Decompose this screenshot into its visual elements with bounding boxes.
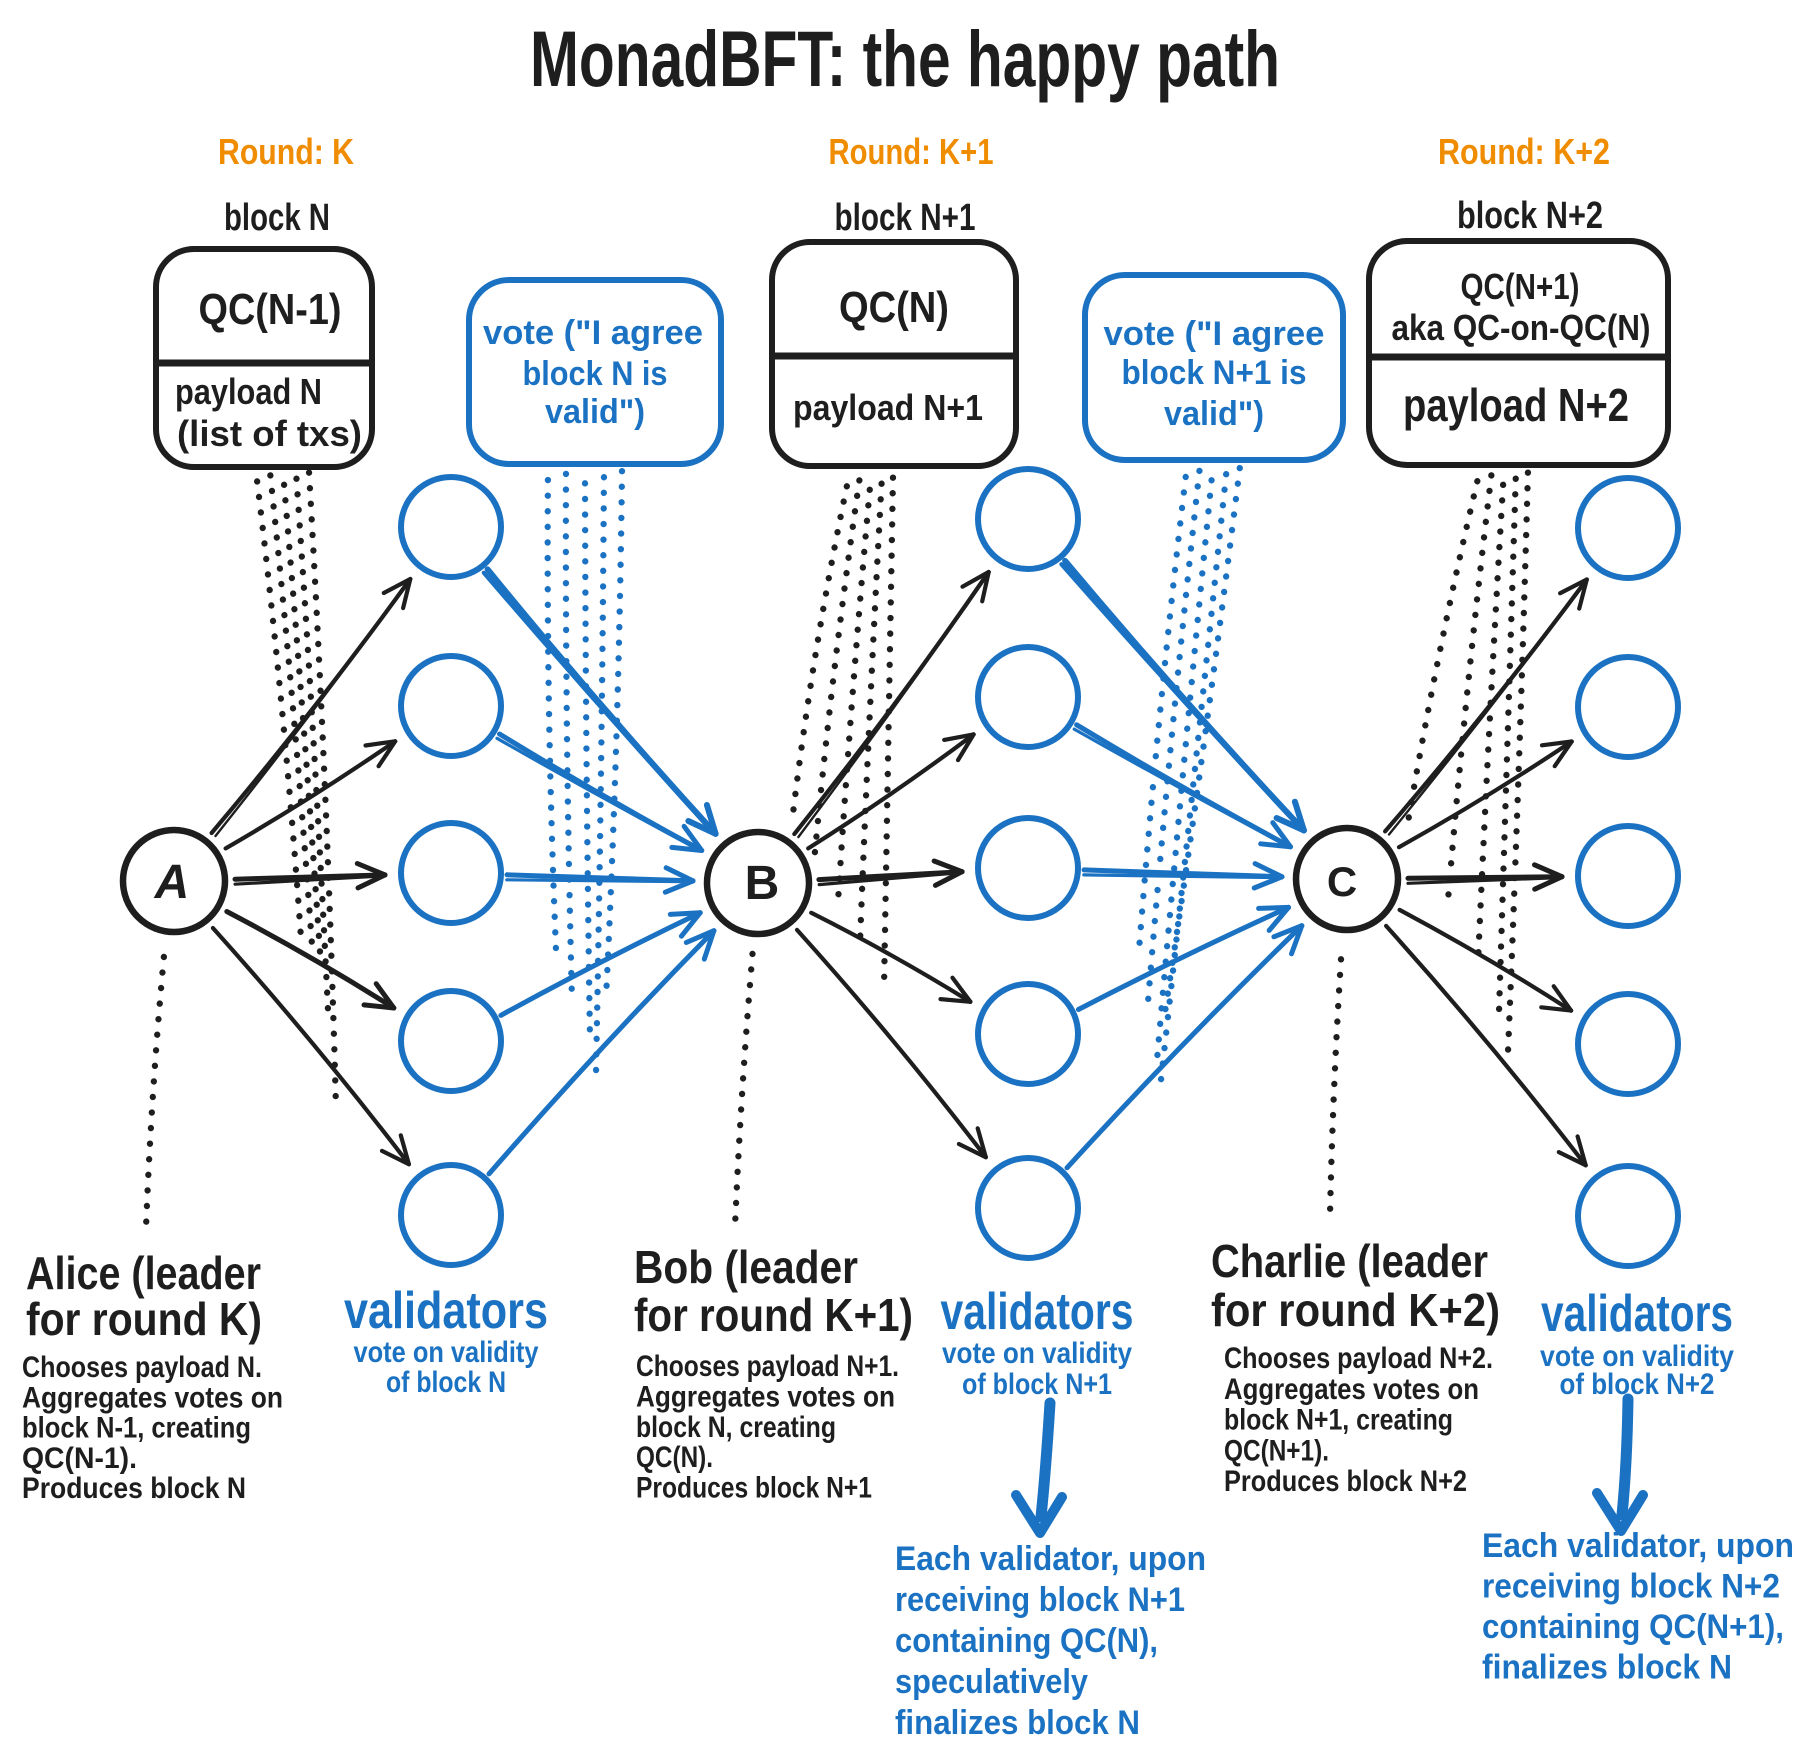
svg-text:Produces block N+2: Produces block N+2: [1224, 1465, 1467, 1498]
svg-text:payload N: payload N: [175, 371, 322, 412]
svg-text:for round K): for round K): [26, 1293, 262, 1345]
svg-text:vote on validity: vote on validity: [1540, 1340, 1734, 1373]
svg-text:containing QC(N),: containing QC(N),: [895, 1622, 1158, 1660]
svg-text:QC(N-1): QC(N-1): [199, 285, 342, 334]
svg-text:Charlie (leader: Charlie (leader: [1211, 1235, 1488, 1287]
svg-text:QC(N-1).: QC(N-1).: [22, 1442, 137, 1475]
svg-text:payload N+2: payload N+2: [1403, 379, 1629, 431]
svg-text:block N is: block N is: [523, 355, 668, 393]
svg-text:Bob (leader: Bob (leader: [634, 1241, 858, 1293]
svg-text:payload N+1: payload N+1: [793, 387, 983, 428]
svg-text:Aggregates votes on: Aggregates votes on: [636, 1380, 895, 1413]
svg-text:C: C: [1327, 858, 1357, 905]
svg-text:block N+1: block N+1: [835, 197, 976, 239]
svg-text:block N+1 is: block N+1 is: [1122, 354, 1307, 392]
svg-text:vote ("I agree: vote ("I agree: [1104, 315, 1325, 353]
svg-text:Each validator, upon: Each validator, upon: [1482, 1527, 1794, 1565]
svg-text:Round: K+1: Round: K+1: [829, 131, 994, 172]
svg-text:block N+1, creating: block N+1, creating: [1224, 1404, 1453, 1437]
svg-text:receiving block N+1: receiving block N+1: [895, 1581, 1185, 1619]
svg-text:aka QC-on-QC(N): aka QC-on-QC(N): [1392, 307, 1651, 348]
svg-text:QC(N+1): QC(N+1): [1461, 266, 1580, 307]
svg-text:B: B: [745, 857, 780, 910]
svg-text:QC(N): QC(N): [839, 283, 949, 332]
svg-text:vote on validity: vote on validity: [942, 1337, 1132, 1370]
svg-text:Chooses payload N+2.: Chooses payload N+2.: [1224, 1342, 1493, 1375]
svg-text:Chooses payload N+1.: Chooses payload N+1.: [636, 1350, 899, 1383]
svg-text:block N: block N: [224, 197, 330, 239]
svg-text:of block N+1: of block N+1: [962, 1368, 1112, 1401]
svg-text:QC(N).: QC(N).: [636, 1441, 713, 1474]
svg-text:validators: validators: [941, 1283, 1134, 1341]
svg-text:QC(N+1).: QC(N+1).: [1224, 1434, 1329, 1467]
svg-text:A: A: [154, 856, 190, 909]
svg-text:for round K+1): for round K+1): [634, 1289, 913, 1341]
svg-text:Aggregates votes on: Aggregates votes on: [22, 1381, 283, 1414]
svg-text:Round: K+2: Round: K+2: [1438, 131, 1610, 172]
svg-text:Chooses payload N.: Chooses payload N.: [22, 1351, 262, 1384]
svg-text:receiving block N+2: receiving block N+2: [1482, 1568, 1780, 1606]
svg-text:of block N: of block N: [386, 1366, 506, 1399]
svg-text:for round K+2): for round K+2): [1211, 1284, 1500, 1336]
svg-text:of block N+2: of block N+2: [1560, 1368, 1715, 1401]
svg-text:finalizes block N: finalizes block N: [895, 1704, 1140, 1742]
svg-text:Produces block N+1: Produces block N+1: [636, 1472, 872, 1505]
svg-text:vote on validity: vote on validity: [354, 1336, 539, 1369]
svg-text:Each validator, upon: Each validator, upon: [895, 1540, 1206, 1578]
svg-text:validators: validators: [344, 1282, 548, 1340]
svg-text:vote ("I agree: vote ("I agree: [483, 314, 703, 352]
svg-text:valid"): valid"): [1164, 395, 1264, 433]
svg-text:(list of txs): (list of txs): [177, 413, 362, 454]
svg-text:Produces block N: Produces block N: [22, 1472, 246, 1505]
svg-text:MonadBFT: the happy path: MonadBFT: the happy path: [530, 14, 1280, 103]
svg-text:finalizes block N: finalizes block N: [1482, 1649, 1732, 1687]
svg-text:valid"): valid"): [545, 393, 645, 431]
svg-text:speculatively: speculatively: [895, 1663, 1088, 1701]
svg-text:block N, creating: block N, creating: [636, 1411, 836, 1444]
svg-text:block N+2: block N+2: [1457, 195, 1603, 237]
svg-text:block N-1, creating: block N-1, creating: [22, 1412, 251, 1445]
svg-text:containing QC(N+1),: containing QC(N+1),: [1482, 1608, 1784, 1646]
svg-text:Aggregates votes on: Aggregates votes on: [1224, 1373, 1479, 1406]
svg-text:validators: validators: [1541, 1285, 1733, 1343]
svg-text:Round: K: Round: K: [218, 131, 354, 172]
svg-text:Alice (leader: Alice (leader: [26, 1247, 261, 1299]
